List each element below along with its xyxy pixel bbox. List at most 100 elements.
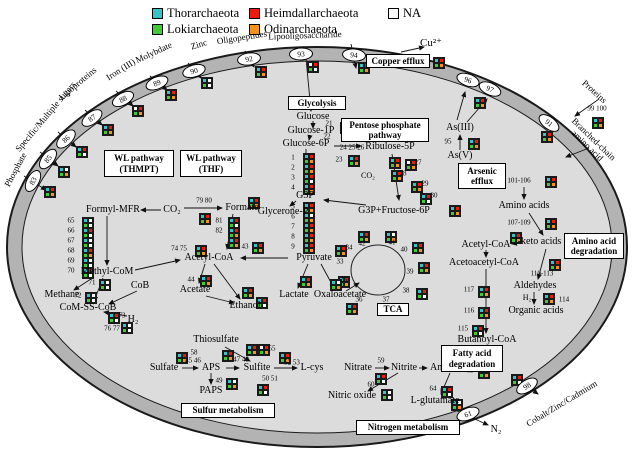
presence-grid [549,259,561,271]
metabolite-label: Sulfite [243,361,271,373]
presence-grid [541,131,553,143]
enzyme-number: 3 [291,173,295,182]
presence-grid [108,312,120,324]
pathway-box: Glycolysis [288,96,346,110]
presence-grid [411,181,423,193]
presence-grid [545,176,557,188]
enzyme-number: 24 25 26 [339,143,365,152]
enzyme-number: 28 [399,169,407,178]
tca-cycle-circle [350,244,406,296]
presence-grid [252,242,264,254]
enzyme-number: 30 [430,191,438,200]
presence-grid [242,287,254,299]
enzyme-number: 66 [67,226,75,235]
pathway-box: TCA [377,303,409,316]
presence-grid [303,163,315,175]
enzyme-number: 114 [558,295,570,304]
metabolite-label: Amino acids [498,199,550,211]
metabolite-label: G3P [296,189,314,201]
enzyme-number: 9 [291,242,295,251]
presence-grid [132,105,144,117]
enzyme-number: 79 80 [196,196,212,205]
enzyme-number: 1 [291,153,295,162]
enzyme-number: 45 46 [185,356,201,365]
presence-grid [478,286,490,298]
presence-grid [176,352,188,364]
enzyme-number: 99 100 [587,104,607,113]
enzyme-number: 70 [67,266,75,275]
legend-swatch [249,24,260,35]
enzyme-number: 2 [291,163,295,172]
presence-grid [358,231,370,243]
enzyme-number: 95 [444,137,452,146]
presence-grid [246,344,258,356]
metabolite-label: Sulfate [149,361,179,373]
enzyme-number: 33 [336,257,344,266]
enzyme-number: 64 [429,384,437,393]
legend-swatch [249,8,260,19]
presence-grid [76,146,88,158]
metabolite-label: Thiosulfate [193,333,239,345]
presence-grid [335,245,347,257]
presence-grid [381,389,393,401]
legend-label: Odinarchaeota [264,22,337,36]
metabolite-label: Organic acids [508,304,564,316]
presence-grid [468,138,480,150]
presence-grid [279,352,291,364]
enzyme-number: 22 [323,132,331,141]
enzyme-number: 110-113 [530,269,554,278]
metabolite-label: Pyruvate [296,251,332,263]
metabolite-label: CoM-SS-CoB [59,301,117,313]
enzyme-number: 60 [367,380,375,389]
metabolite-label: Ribulose-5P [365,140,415,152]
metabolite-label: Nitrate [344,361,372,373]
presence-grid [121,322,133,334]
presence-grid [375,373,387,385]
enzyme-number: 5 [291,202,295,211]
metabolite-label: Cu²⁺ [420,37,442,50]
enzyme-number: 42 [358,239,366,248]
metabolite-label: APS [201,361,221,373]
enzyme-number: 101-106 [507,176,531,185]
presence-grid [99,279,111,291]
enzyme-number: 68 [67,246,75,255]
presence-grid [449,205,461,217]
presence-grid [307,61,319,73]
metabolite-label: Glucose-6P [282,137,330,149]
enzyme-number: 23 [335,155,343,164]
presence-grid [433,57,445,69]
metabolite-label: Butanoyl-CoA [457,333,517,345]
presence-grid [385,231,397,243]
enzyme-number: 8 [291,232,295,241]
presence-grid [543,293,555,305]
presence-grid [255,66,267,78]
presence-grid [257,384,269,396]
presence-grid [228,237,240,249]
metabolite-label: Glucose-1P [287,124,335,136]
presence-grid [199,213,211,225]
enzyme-number: 59 [377,356,385,365]
enzyme-number: 73 [118,311,126,320]
enzyme-number: 76 77 [104,324,120,333]
metabolite-label: Glucose [296,110,330,122]
enzyme-number: 40 [400,245,408,254]
metabolite-label: As(III) [446,121,474,133]
enzyme-number: 115 [457,324,469,333]
presence-grid [82,217,94,229]
metabolite-label: Formate [225,201,259,213]
enzyme-number: 47 48 [233,355,249,364]
metabolite-label: H₂ [522,292,532,302]
enzyme-number: 67 [67,236,75,245]
enzyme-number: 55 [268,344,276,353]
metabolite-label: Nitric oxide [327,389,377,401]
metabolite-label: Glycerone-P [257,205,309,217]
enzyme-number: 71 [88,278,96,287]
legend-swatch [152,24,163,35]
enzyme-number: 107-109 [507,218,531,227]
metabolite-label: Acetoacetyl-CoA [449,256,519,268]
presence-grid [226,378,238,390]
presence-grid [391,170,403,182]
